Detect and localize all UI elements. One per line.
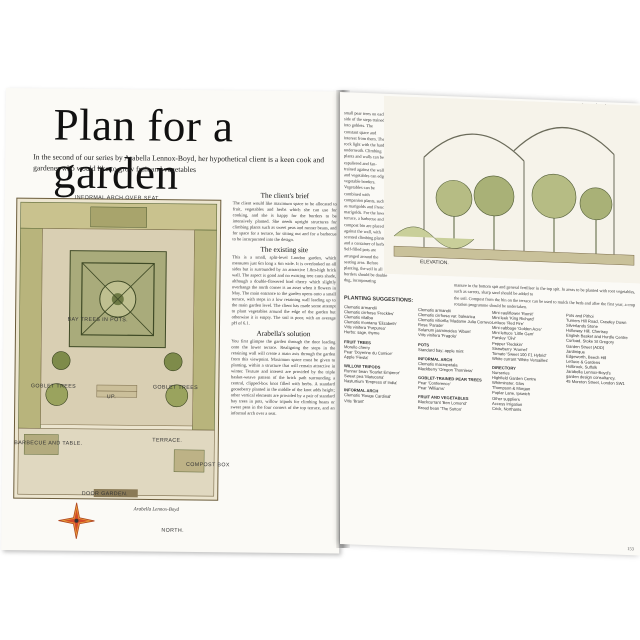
- section-heading-site: The existing site: [260, 245, 309, 255]
- plan-label-door: DOOR GARDEN.: [81, 490, 129, 498]
- elevation-label: ELEVATION.: [420, 259, 449, 267]
- section-heading-solution: Arabella's solution: [256, 329, 311, 339]
- plan-label-arch: INFORMAL ARCH OVER SEAT.: [74, 194, 161, 202]
- plan-label-barbecue: BARBECUE AND TABLE.: [14, 440, 83, 447]
- section-heading-brief: The client's brief: [260, 191, 310, 201]
- artist-signature: Arabella Lennox-Boyd: [133, 507, 180, 513]
- article-column: The client's brief The client would like…: [231, 188, 337, 419]
- section-body-site: This is a small, split-level London gard…: [231, 254, 337, 326]
- elevation-illustration: [384, 95, 640, 284]
- plan-label-goblet-left: GOBLET TREES: [30, 383, 77, 390]
- page-number: 153: [627, 546, 634, 552]
- section-body-brief: The client would like maximum space to b…: [232, 200, 337, 243]
- article-continuation: small pear trees on each side of the ste…: [344, 110, 388, 285]
- plan-label-goblet-right: GOBLET TREES: [152, 384, 199, 392]
- page-title: Plan for a garden: [52, 99, 234, 199]
- right-page: Garden design small pear trees on each s…: [340, 92, 640, 556]
- plan-label-bay-trees: BAY TREES IN POTS.: [67, 316, 129, 324]
- plan-label-compost: COMPOST BOX: [186, 461, 230, 469]
- magazine-spread: Plan for a garden In the second of our s…: [0, 88, 640, 556]
- intro-text: In the second of our series by Arabella …: [33, 152, 325, 174]
- continuation-text: small pear trees on each side of the ste…: [344, 110, 388, 284]
- compass-rose-icon: [58, 502, 95, 539]
- plan-label-up: UP.: [106, 394, 117, 401]
- garden-plan-illustration: [13, 197, 222, 501]
- suggestions-column-3: Mini cauliflower 'Romit'Mini leek 'King …: [492, 310, 566, 414]
- section-body-solution: You first glimpse the garden through the…: [230, 338, 336, 416]
- left-page: Plan for a garden In the second of our s…: [1, 88, 344, 554]
- plan-label-terrace: TERRACE.: [152, 437, 183, 444]
- plan-label-north: NORTH.: [161, 527, 185, 534]
